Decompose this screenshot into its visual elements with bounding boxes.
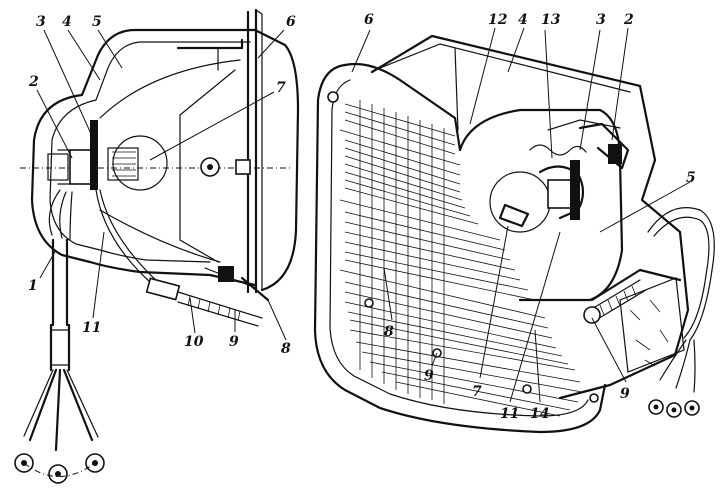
bulb-right [489,171,551,233]
label-11-right: 11 [500,406,519,422]
cutaway-view [313,34,715,434]
label-7-right: 7 [472,384,482,400]
label-2-right: 2 [623,12,634,28]
housing-outline [30,28,257,287]
label-5-right: 5 [686,170,696,186]
cable [51,238,69,327]
reflector [99,59,241,263]
label-12-right: 12 [488,12,508,28]
rear-housing [370,34,690,400]
label-10-left: 10 [184,334,204,350]
label-3-left: 3 [36,14,46,30]
terminals-right [648,399,700,418]
label-4-left: 4 [62,14,72,30]
frame-screw [327,91,339,103]
wire-harness [48,189,73,241]
label-8-right: 8 [384,324,394,340]
bulb-glass [112,135,168,191]
label-7-left: 7 [276,80,286,96]
label-4-right: 4 [518,12,528,28]
bottom-screw [145,266,270,327]
label-11-left: 11 [82,320,101,336]
section-view-labels: 3 4 5 6 2 7 1 11 10 9 8 [28,14,296,357]
label-14-right: 14 [530,406,549,422]
adjust-screw [583,279,647,324]
reflector-cut [458,108,624,302]
label-3-right: 3 [596,12,606,28]
label-6-right: 6 [364,12,374,28]
cable-right [647,207,715,341]
front-frame [246,8,258,294]
label-5-left: 5 [92,14,102,30]
label-13-right: 13 [541,12,561,28]
label-9-right-a: 9 [424,368,434,384]
ribbed-lens [339,100,583,417]
label-8-left: 8 [281,341,291,357]
label-6-left: 6 [286,14,296,30]
label-1-left: 1 [28,278,38,294]
wire-terminals [14,453,105,484]
label-2-left: 2 [28,74,39,90]
cutaway-view-labels: 6 12 4 13 3 2 5 8 9 7 11 14 9 [351,12,696,422]
label-9-right-b: 9 [620,386,630,402]
lens-outline [313,63,607,434]
label-9-left: 9 [229,334,239,350]
section-view [14,8,300,484]
